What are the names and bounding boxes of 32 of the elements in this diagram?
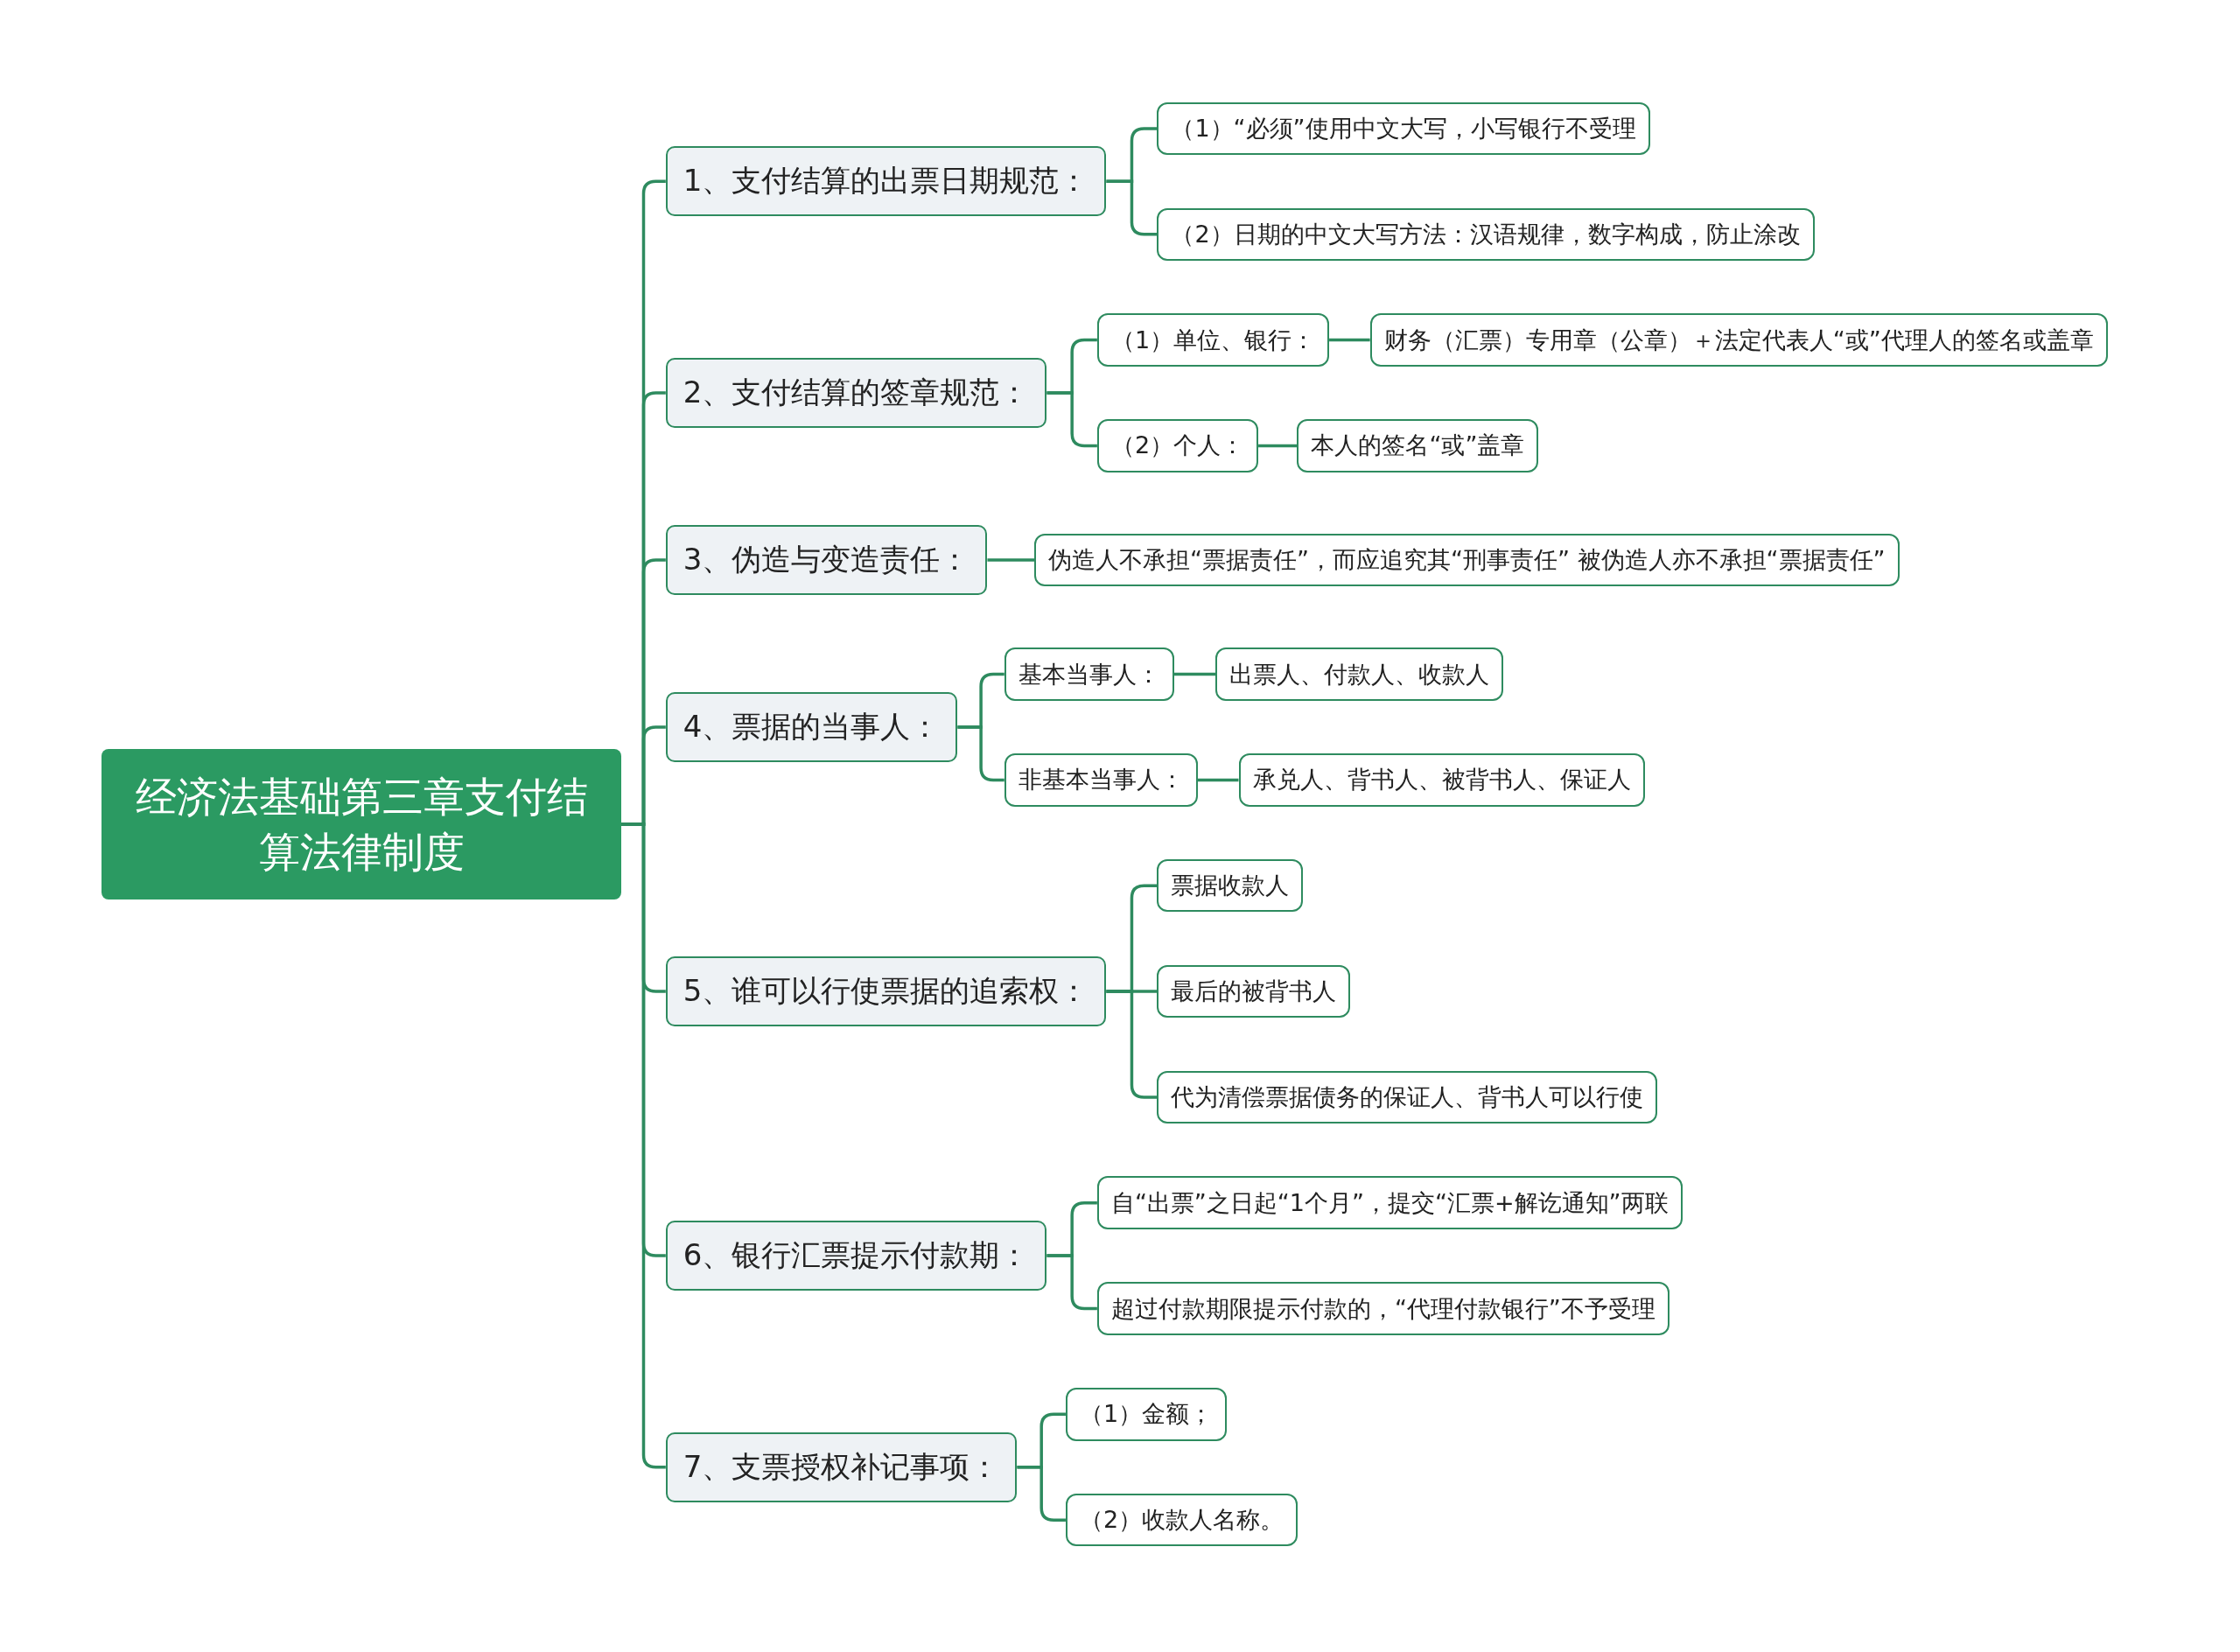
subtopic-box: 承兑人、背书人、被背书人、保证人 xyxy=(1238,753,1645,807)
subtopic-box: 伪造人不承担“票据责任”，而应追究其“刑事责任” 被伪造人亦不承担“票据责任” xyxy=(1034,533,1900,587)
topic-box: 6、银行汇票提示付款期： xyxy=(665,1221,1047,1292)
subtopic-box: 非基本当事人： xyxy=(1004,753,1198,807)
topic-box: 2、支付结算的签章规范： xyxy=(665,357,1047,428)
subtopic-box: 最后的被背书人 xyxy=(1157,964,1351,1018)
topic-box: 5、谁可以行使票据的追索权： xyxy=(665,956,1107,1027)
subtopic-box: （2）日期的中文大写方法：汉语规律，数字构成，防止涂改 xyxy=(1157,207,1815,261)
connector xyxy=(987,558,1035,562)
subtopic-box: 超过付款期限提示付款的，“代理付款银行”不予受理 xyxy=(1096,1282,1670,1335)
subtopic-box: 基本当事人： xyxy=(1004,648,1174,701)
connector xyxy=(1173,672,1216,676)
subtopic-box: （2）收款人名称。 xyxy=(1065,1493,1298,1547)
subtopic-box: （2）个人： xyxy=(1096,419,1259,472)
topic-box: 1、支付结算的出票日期规范： xyxy=(665,146,1107,217)
root-topic-box: 经济法基础第三章支付结算法律制度 xyxy=(101,749,622,900)
subtopic-box: （1）金额； xyxy=(1065,1388,1228,1441)
subtopic-box: 本人的签名“或”盖章 xyxy=(1297,419,1539,472)
subtopic-box: （1）“必须”使用中文大写，小写银行不受理 xyxy=(1157,102,1650,156)
subtopic-box: 财务（汇票）专用章（公章）＋法定代表人“或”代理人的签名或盖章 xyxy=(1369,313,2108,367)
topic-box: 4、票据的当事人： xyxy=(665,692,958,762)
subtopic-box: （1）单位、银行： xyxy=(1096,313,1330,367)
connector xyxy=(957,725,1004,782)
topic-box: 7、支票授权补记事项： xyxy=(665,1432,1018,1502)
connector xyxy=(1329,338,1370,342)
connector xyxy=(1258,444,1298,448)
subtopic-box: 票据收款人 xyxy=(1157,859,1304,913)
subtopic-box: 出票人、付款人、收款人 xyxy=(1215,648,1504,701)
subtopic-box: 代为清偿票据债务的保证人、背书人可以行使 xyxy=(1157,1070,1658,1124)
subtopic-box: 自“出票”之日起“1个月”，提交“汇票+解讫通知”两联 xyxy=(1096,1176,1683,1229)
topic-box: 3、伪造与变造责任： xyxy=(665,525,988,595)
connector xyxy=(1197,778,1239,782)
